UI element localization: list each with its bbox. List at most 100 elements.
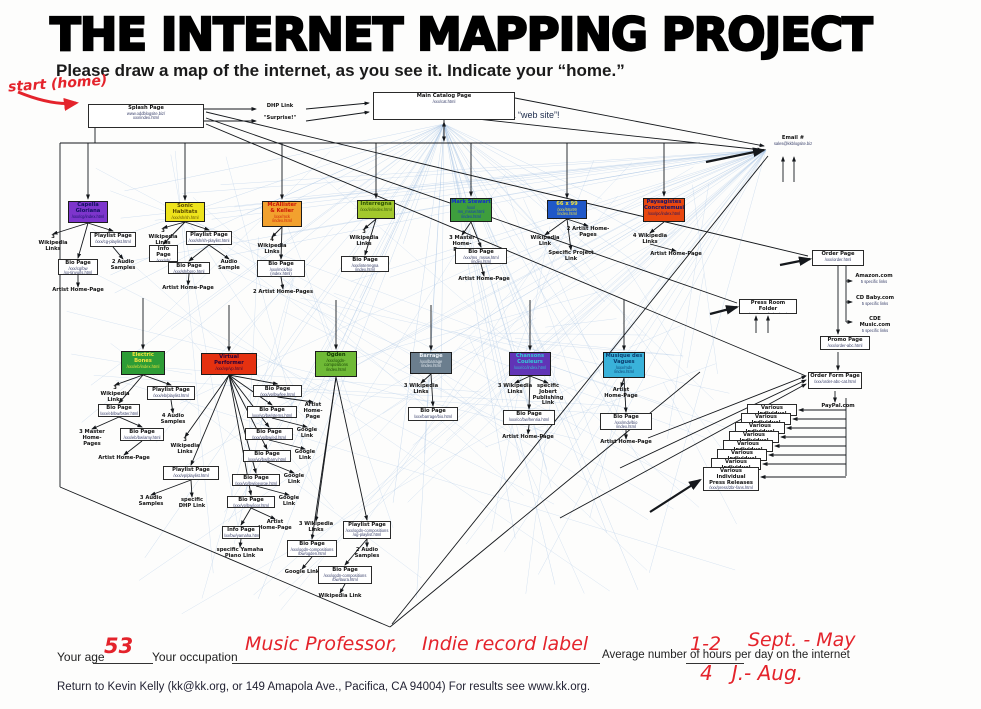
node-url: /xxx/sh/bpro.html: [173, 268, 205, 274]
node-url: /xxx/cat.html: [432, 98, 456, 104]
node-mdv-bio: Bio Page/xxx/mdv/bio/index.html: [600, 413, 652, 430]
node-url: /xxx/ogdn-compositions/bw/laura.html: [323, 572, 367, 583]
node-title: Bio Page: [268, 261, 294, 267]
node-mdv-art2: Artist Home-Page: [600, 439, 652, 446]
node-surprise: "Surprise!": [258, 115, 302, 122]
node-title: Bio Page: [176, 263, 202, 269]
node-url: /xxx/mck/bio(index.html): [269, 266, 293, 277]
node-son-playlist: Playlist Page/xxx/sh/sh-playlist.html: [186, 231, 232, 245]
node-interregna: Interregna/xxx/in/index.html: [357, 200, 395, 219]
node-vp-bio4: Bio Page/xxx/vp/bw/barry.html: [243, 450, 291, 462]
node-url: /xxx/mck/index.html: [272, 213, 292, 224]
node-pressroom: Press Room Folder/xxx/press/index.html: [739, 299, 797, 314]
red-arrow-icon: [17, 90, 79, 112]
node-url: /xxx/ogdn-compositions/bw/ogden.html: [290, 546, 334, 557]
node-b66: 66 x 99/xxx/66x99/index.html: [547, 200, 587, 219]
node-url: /xxx/sh/sh-playlist.html: [188, 237, 230, 243]
node-title: Artist Home-Page: [52, 287, 104, 293]
node-url: /xx/bw/yamaha.html: [224, 532, 260, 538]
node-cap-artist: Artist Home-Page: [52, 287, 104, 294]
node-title: Various Individual: [734, 441, 763, 451]
node-title: Playlist Page: [348, 522, 386, 528]
node-url: /xxx/order.html: [824, 256, 852, 262]
node-title: Interregna: [360, 201, 392, 207]
node-orderform: Order Form Page/xxx/order-abc-cat.html: [808, 372, 862, 389]
node-title: Artist Home-Page: [502, 434, 554, 440]
node-url: /xxx/eb/index.html: [126, 363, 160, 369]
node-cc-artist: Artist Home-Page: [502, 434, 554, 441]
node-url: /xxx/in/index.html: [360, 206, 392, 212]
node-vp-bio5: Bio Page/xxx/vp/bw/george.html: [232, 474, 280, 486]
node-og-wikilink: Wikipedia Link: [316, 593, 364, 600]
node-title: Email #: [781, 135, 805, 141]
node-pay-artist: Artist Home-Page: [650, 251, 702, 258]
node-title: Bio Page: [332, 567, 358, 573]
node-url: /xxx/vp/bw/igor.html: [233, 502, 269, 508]
node-url: /xxx/eb/playlist.html: [153, 392, 189, 398]
node-mck-artist: 2 Artist Home-Pages: [252, 289, 314, 296]
occupation-answer-line: [232, 662, 600, 664]
node-cap-bio: Bio Page/xxx/cg/bw/xx-tinyurls.html: [58, 259, 98, 275]
node-url: /xxx/vp/bw/ed.html: [252, 434, 286, 440]
node-url: 5 specific links: [860, 278, 888, 284]
node-cap-playlist: Playlist Page/xxx/cg-playlist.html: [90, 232, 136, 247]
node-eb-playlist: Playlist Page/xxx/eb/playlist.html: [147, 386, 195, 400]
node-vp-bio6: Bio Page/xxx/vp/bw/igor.html: [227, 496, 275, 508]
hours-handwritten-value-2: Sept. - May: [748, 629, 856, 651]
node-title: Main Catalog Page: [416, 93, 472, 99]
node-title: Artist Home-Page: [98, 455, 150, 461]
node-title: Bio Page: [613, 414, 639, 420]
node-title: Artist Home-Page: [458, 276, 510, 282]
node-url: www.oddblogsite.biz/xxx/index.html: [126, 110, 166, 121]
node-vp-info: Info Page/xx/bw/yamaha.html: [222, 526, 260, 539]
node-url: /xxx/barrage/bio.html: [414, 413, 452, 419]
node-url: /xxx/press/index.html: [741, 312, 795, 313]
node-title: Bio Page: [65, 260, 91, 266]
node-ogden: Ogden/xxx/ogdn-compositions/index.html: [315, 351, 357, 377]
age-label: Your age: [57, 650, 105, 664]
node-title: Bio Page: [299, 541, 325, 547]
node-dhp-link: DHP Link: [258, 103, 302, 110]
node-title: Bio Page: [352, 257, 378, 263]
age-handwritten-value: 53: [104, 634, 134, 658]
node-son-artist: Artist Home-Page: [162, 285, 214, 292]
node-vp-bio2: Bio Page/xxx/vp/bw/sterns.html: [247, 406, 297, 418]
node-title: Bio Page: [256, 429, 282, 435]
node-url: 5 specific links: [861, 300, 889, 306]
return-address-footer: Return to Kevin Kelly (kk@kk.org, or 149…: [57, 681, 591, 693]
node-stewart: Mark Stewart/xxx/ms_mssw.html/index.html: [450, 198, 492, 222]
node-title: Bio Page: [106, 405, 132, 411]
